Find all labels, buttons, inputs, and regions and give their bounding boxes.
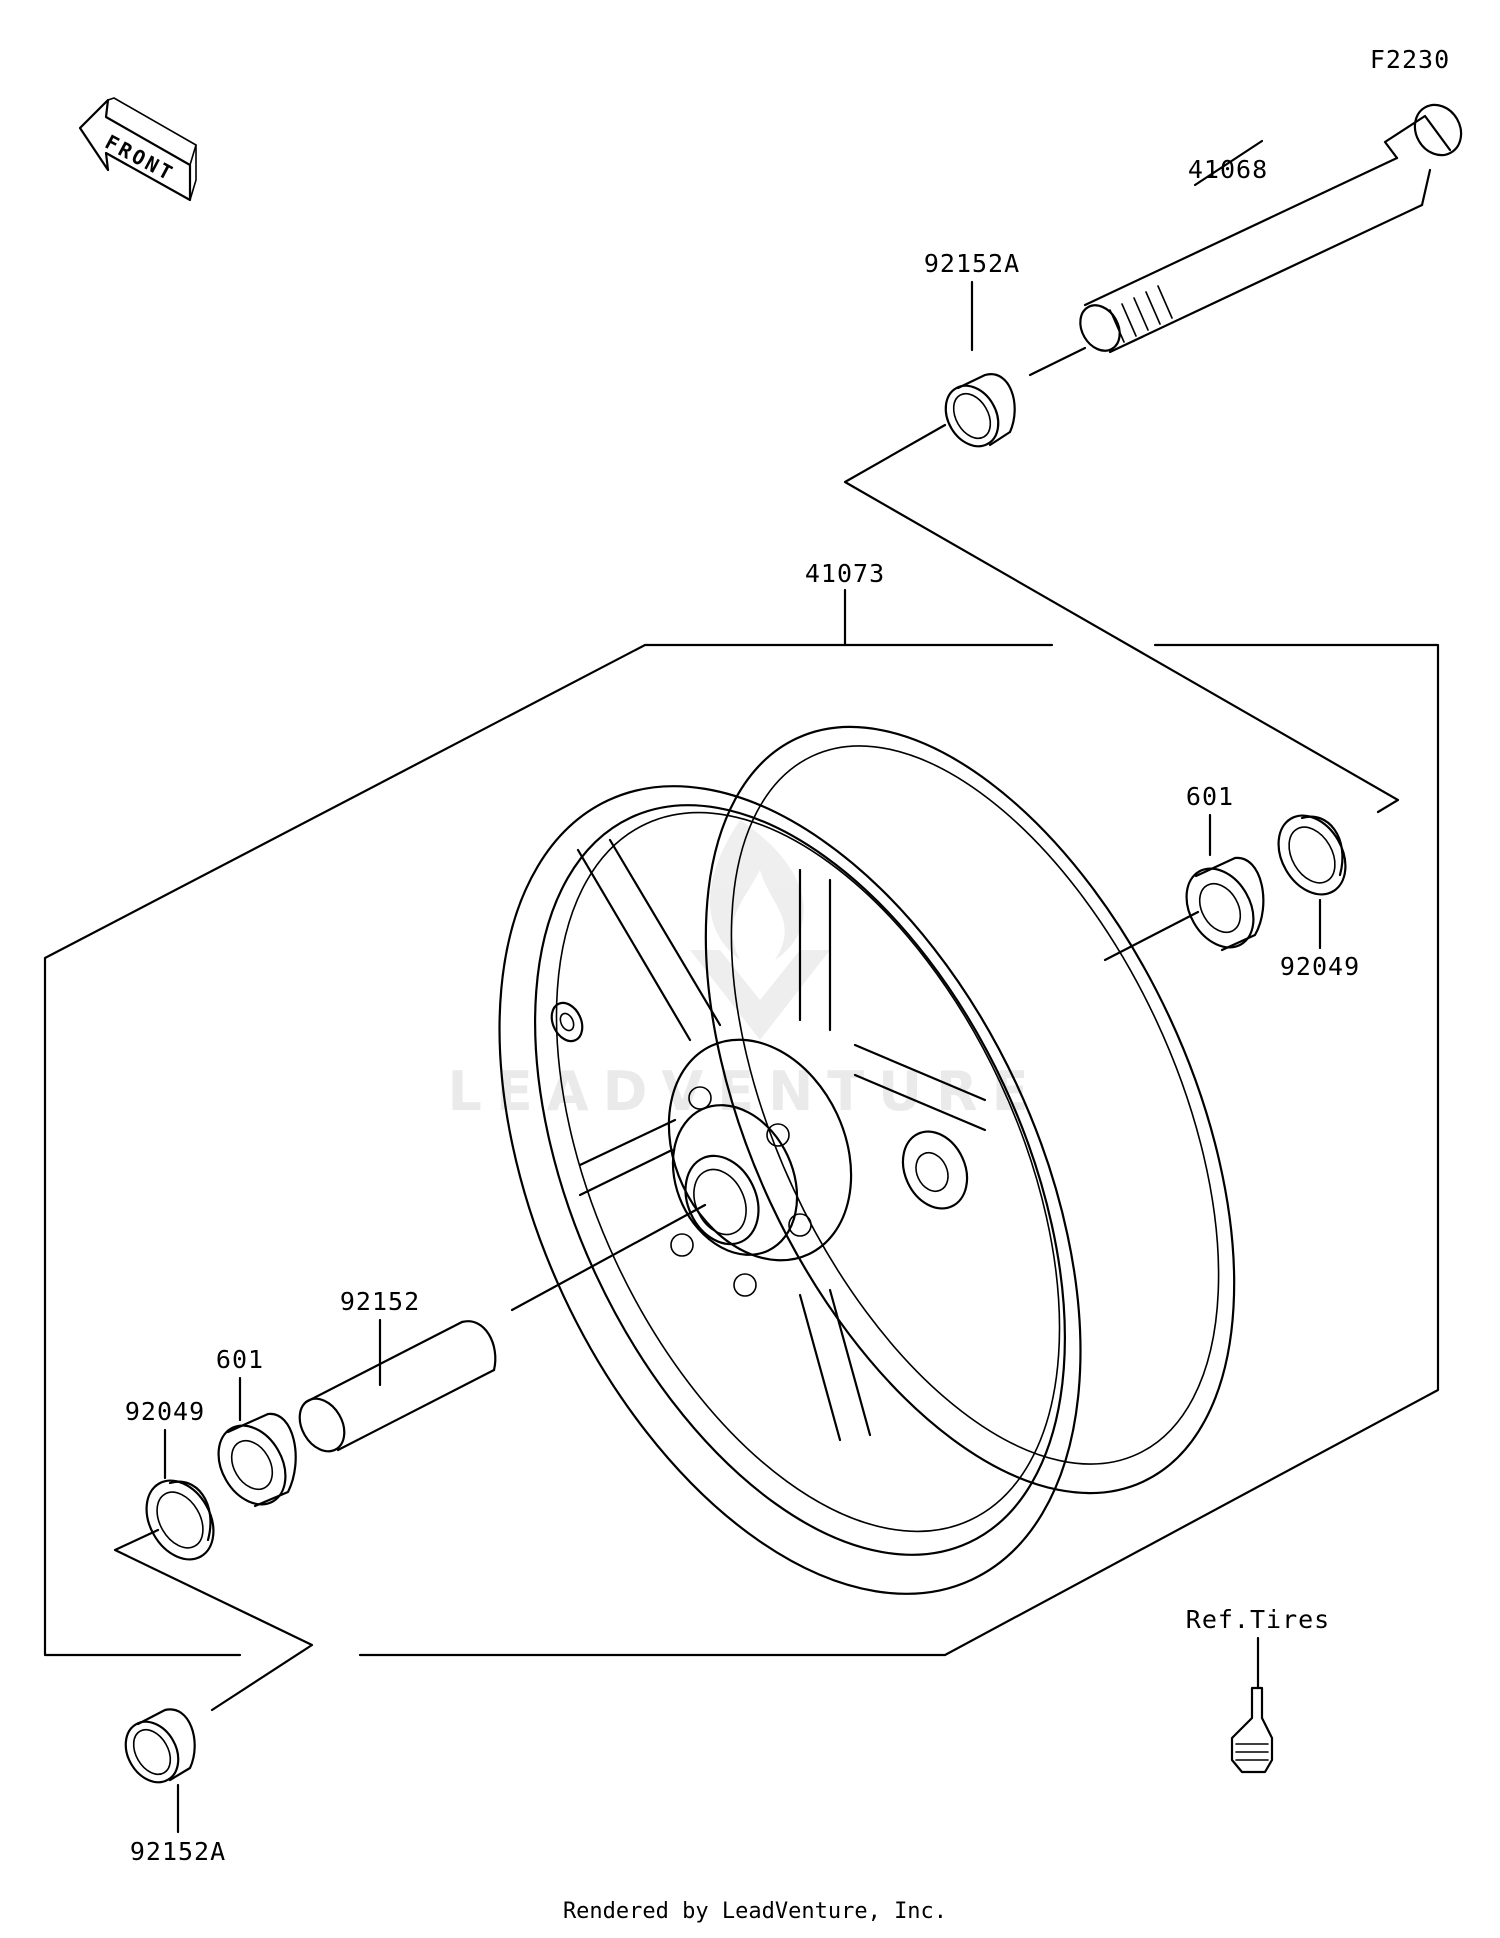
label-92049-left: 92049 [125,1397,205,1426]
label-601-right: 601 [1186,782,1234,811]
valve-stem [1230,1686,1274,1774]
axle-41068 [1079,103,1463,354]
label-ref-tires: Ref.Tires [1186,1605,1330,1634]
seal-92049-right [1277,814,1347,896]
axis-line-bearing-right [1103,910,1200,962]
bracket-left [43,643,1054,1657]
assembly-axis-line [843,423,1400,814]
axis-line-collar [1028,346,1087,377]
footer-credit: Rendered by LeadVenture, Inc. [563,1899,947,1924]
label-92049-right: 92049 [1280,952,1360,981]
label-92152: 92152 [340,1287,420,1316]
axis-line-bottom [113,1528,314,1712]
collar-92152a-top [944,373,1016,448]
spacer-92152 [298,1320,497,1453]
seal-92049-left [145,1479,215,1561]
leadventure-watermark: LEADVENTURE [448,820,1028,1123]
label-601-left: 601 [216,1345,264,1374]
bearing-601-right [1185,856,1265,952]
bearing-601-left [217,1412,297,1508]
label-41068: 41068 [1188,155,1268,184]
leader-41068 [1193,139,1264,187]
label-92152a-top: 92152A [924,249,1020,278]
label-41073: 41073 [805,559,885,588]
axis-line-spacer [510,1203,707,1312]
diagram-code: F2230 [1370,45,1450,74]
front-arrow-icon: FRONT [78,97,197,202]
label-92152a-bottom: 92152A [130,1837,226,1866]
collar-92152a-bottom [124,1708,196,1784]
wheel-41073 [498,725,1236,1595]
bracket-right [358,643,1440,1657]
